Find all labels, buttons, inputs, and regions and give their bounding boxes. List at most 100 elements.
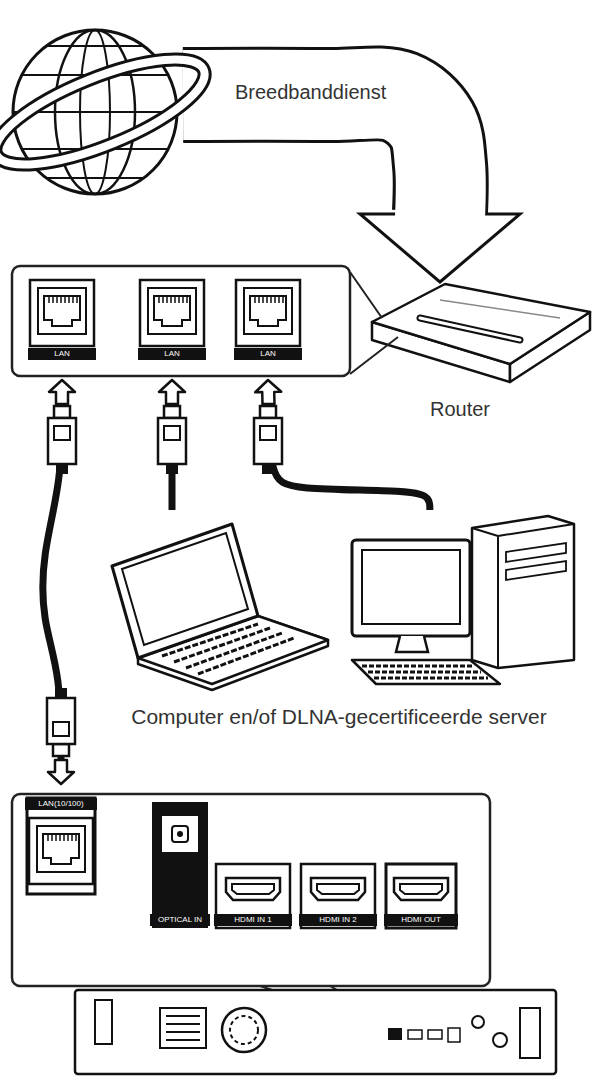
globe-icon [55,30,135,194]
device-panel [27,798,95,894]
arrow-head [360,214,520,282]
network-cable [159,380,185,510]
hdmi-port: HDMI IN 2 [299,862,377,930]
arrow-head [48,760,74,784]
device-rear [166,1016,200,1040]
arrow-head [49,380,75,404]
desktop-icon [472,524,574,668]
device-rear [388,1028,402,1040]
cable-plugs [47,406,282,756]
lan-panel [140,280,204,346]
device-panel [29,818,93,884]
device-rear [230,1016,258,1044]
desktop-icon [362,550,460,624]
router-node: Router [370,282,592,427]
lan-port: LAN(10/100) [25,784,97,896]
lan-panel [12,266,398,376]
lan-port: LAN [28,278,96,380]
cable-plugs [48,406,76,474]
device-rear [75,990,556,1074]
lan-panel [12,266,350,376]
laptop-icon [138,616,328,690]
cable-plugs [47,688,75,756]
cable-plugs [254,406,282,474]
globe-icon [13,30,177,194]
device-label: Router [430,397,490,421]
arrow-head [255,380,281,405]
network-cable [43,380,75,784]
device-rear [95,1000,112,1044]
desktop-icon [352,540,470,636]
device-panel [226,878,280,900]
router-icon [372,322,510,382]
lan-panel [30,280,94,346]
cable-plugs [158,406,186,474]
laptop-icon [162,624,294,674]
device-rear [222,1008,266,1052]
port-label: HDMI IN 2 [299,914,377,926]
device-panel [152,802,208,928]
router-icon [372,284,590,364]
device-panel [172,826,188,842]
optical-port: OPTICAL IN [150,800,210,932]
desktop-icon [506,543,566,580]
laptop-icon [122,533,248,645]
port-label: OPTICAL IN [150,914,210,926]
hdmi-port: HDMI IN 1 [214,862,292,930]
device-rear [160,1008,206,1048]
device-rear [472,1016,484,1028]
device-rear [75,990,556,1074]
device-panel [177,831,183,837]
laptop-icon [112,524,258,658]
laptop-icon [138,616,328,684]
caption-text: Computer en/of DLNA-gecertificeerde serv… [124,702,554,732]
desktop-icon [472,516,574,668]
network-cable [255,380,430,510]
router-icon [420,318,520,340]
lan-panel [350,272,398,374]
device-rear [448,1028,460,1042]
router-icon [440,300,560,318]
desktop-icon [362,666,488,678]
device-rear [408,1030,422,1039]
arrow-body [183,93,441,218]
computer-group: Computer en/of DLNA-gecertificeerde serv… [100,510,578,772]
device-rear [428,1030,442,1039]
desktop-icon [396,636,428,652]
arrow-head [159,380,185,404]
device-panel [12,794,490,1028]
broadband-arrow [183,93,520,282]
cable-line [43,398,62,766]
lan-panel [236,280,300,346]
lan-port: LAN [138,278,206,380]
port-label: LAN [234,348,302,360]
device-rear [493,1033,507,1047]
laptop-icon [112,524,328,690]
service-label: Breedbanddienst [235,80,386,104]
device-panel [260,986,404,1028]
router-icon [510,312,590,382]
port-label: HDMI OUT [384,914,458,926]
globe-icon [0,39,217,186]
cable-line [268,398,429,510]
router-icon [420,318,520,340]
globe-icon [0,30,217,194]
device-panel [394,878,448,900]
cable-line [168,398,175,510]
device-panel [12,794,490,986]
device-panel [311,878,365,900]
globe-icon [80,30,110,194]
desktop-icon [352,660,500,684]
desktop-icon [352,516,574,684]
hdmi-port: HDMI OUT [384,862,458,930]
lan-port: LAN [234,278,302,380]
port-label: HDMI IN 1 [214,914,292,926]
device-panel [162,816,198,852]
port-label: LAN(10/100) [25,798,97,810]
globe-icon [0,39,217,186]
port-label: LAN [28,348,96,360]
port-label: LAN [138,348,206,360]
globe-icon [13,46,177,178]
